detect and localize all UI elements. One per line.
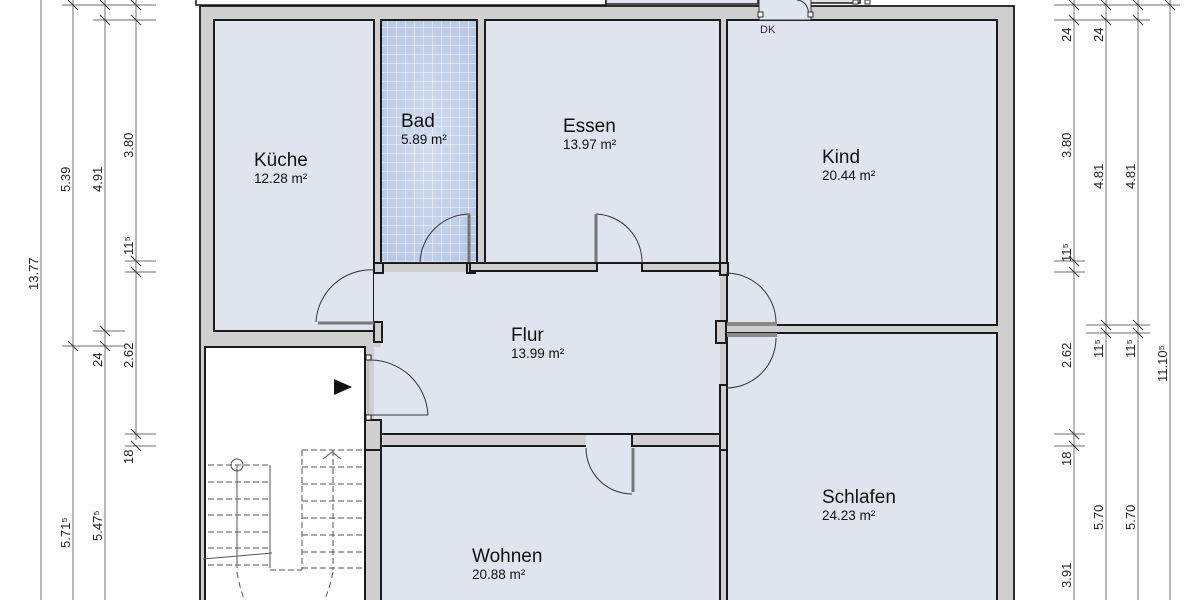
dim-left-stairs: 5.47⁵ <box>90 510 105 541</box>
dim-right-kind: 3.80 <box>1059 132 1074 158</box>
room-area: 20.88 m² <box>472 567 526 582</box>
entry-arrow-icon <box>334 379 352 395</box>
dim-left-flur: 2.62 <box>121 342 136 368</box>
room-name: Küche <box>254 150 308 171</box>
dim-right-391: 3.91 <box>1059 562 1074 588</box>
dim-left-18: 18 <box>121 449 136 464</box>
dim-left-lower: 5.71⁵ <box>58 517 73 548</box>
dim-right-11-5a: 11⁵ <box>1091 339 1106 358</box>
room-kueche <box>213 19 375 332</box>
dim-left-total: 13.77 <box>26 257 41 290</box>
room-flur <box>374 272 727 434</box>
dimension-lines-left <box>40 0 156 600</box>
door-swings <box>315 213 777 495</box>
dim-right-570b: 5.70 <box>1123 504 1138 530</box>
room-kind <box>726 19 998 326</box>
room-label-kind: Kind 20.44 m² <box>822 147 875 184</box>
dim-left-kitchen: 4.91 <box>90 166 105 192</box>
room-name: Schlafen <box>822 487 896 508</box>
dk-window <box>757 0 871 21</box>
dim-right-total: 11.10⁵ <box>1155 345 1170 382</box>
room-name: Kind <box>822 147 861 168</box>
room-name: Bad <box>401 111 435 132</box>
room-area: 24.23 m² <box>822 508 876 523</box>
rooms <box>204 19 998 600</box>
dim-left-wall: 24 <box>90 352 105 367</box>
room-label-kueche: Küche 12.28 m² <box>254 150 308 187</box>
room-schlafen <box>726 332 998 600</box>
dimension-lines-right <box>1054 0 1180 600</box>
dim-right-24a: 24 <box>1059 27 1074 42</box>
room-area: 13.99 m² <box>511 346 565 361</box>
dim-right-481b: 4.81 <box>1123 163 1138 189</box>
room-area: 20.44 m² <box>822 168 876 183</box>
room-area: 5.89 m² <box>401 132 447 147</box>
room-name: Wohnen <box>472 546 543 567</box>
dim-right-18: 18 <box>1059 451 1074 466</box>
stairs <box>202 449 365 600</box>
dim-right-flur: 2.62 <box>1059 342 1074 368</box>
room-area: 13.97 m² <box>563 137 617 152</box>
room-name: Flur <box>511 325 544 346</box>
room-wohnen <box>380 445 721 600</box>
room-name: Essen <box>563 116 616 137</box>
dim-right-570a: 5.70 <box>1091 504 1106 530</box>
dim-left-room: 3.80 <box>121 132 136 158</box>
dim-right-11-5b: 11⁵ <box>1123 339 1138 358</box>
room-label-schlafen: Schlafen 24.23 m² <box>822 487 896 524</box>
window-label-dk: DK <box>760 24 776 36</box>
room-label-essen: Essen 13.97 m² <box>563 116 616 153</box>
dim-right-24b: 24 <box>1091 27 1106 42</box>
room-label-flur: Flur 13.99 m² <box>511 325 564 362</box>
room-label-bad: Bad 5.89 m² <box>401 111 447 148</box>
dim-right-481a: 4.81 <box>1091 163 1106 189</box>
dim-right-wall: 11⁵ <box>1059 243 1074 262</box>
room-label-wohnen: Wohnen 20.88 m² <box>472 546 542 583</box>
room-essen <box>484 19 721 264</box>
dim-left-wall-thin: 11⁵ <box>121 236 136 255</box>
room-area: 12.28 m² <box>254 171 308 186</box>
dim-left-upper: 5.39 <box>58 166 73 192</box>
